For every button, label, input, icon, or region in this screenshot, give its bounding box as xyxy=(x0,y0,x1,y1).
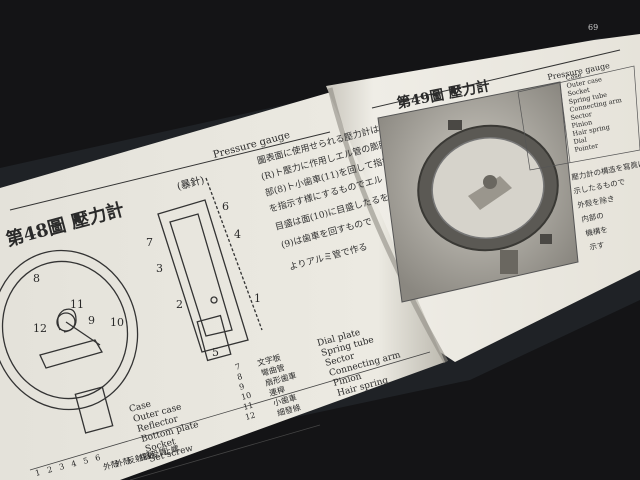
gauge-side-callouts: 7 3 6 4 2 1 5 xyxy=(146,200,261,359)
photo-gauge-body xyxy=(417,120,559,274)
text-right_page-japanese_text_lines-5: 示す xyxy=(589,240,605,252)
callout-4: 4 xyxy=(234,228,241,241)
text-left_page-legend-numbers-2: 3 xyxy=(58,462,65,472)
text-right_page-legend_english-0: Case xyxy=(565,71,582,82)
callout-12: 12 xyxy=(33,322,47,335)
text-left_page-legend-numbers_2-3: 10 xyxy=(240,391,252,402)
callout-6: 6 xyxy=(222,200,229,213)
gauge-front-callouts: 8 11 12 9 10 xyxy=(33,272,124,335)
text-left_page-legend-numbers_2-1: 8 xyxy=(236,372,243,382)
gauge-side-view xyxy=(157,177,263,362)
callout-2: 2 xyxy=(176,298,183,311)
legend-jp-labels: 外殻 外殻 反射器 底板 受筒 止螺 xyxy=(102,443,180,472)
callout-11: 11 xyxy=(70,298,84,311)
text-left_page-legend-numbers_2-2: 9 xyxy=(238,382,245,392)
callout-5: 5 xyxy=(212,346,219,359)
legend-numbers: 1 2 3 4 5 6 xyxy=(34,453,101,478)
text-left_page-legend-japanese_labels-0: 外殻 xyxy=(102,458,120,472)
text-left_page-legend-numbers_2-5: 12 xyxy=(244,411,256,422)
gauge-front-view xyxy=(0,249,139,434)
text-left_page-legend-numbers_2-0: 7 xyxy=(234,362,241,372)
callout-10: 10 xyxy=(110,316,124,329)
text-left_page-legend-numbers-0: 1 xyxy=(34,468,41,478)
text-right_page-japanese_text_lines-3: 内部の xyxy=(580,210,604,224)
legend-numbers-2: 7 8 9 10 11 12 xyxy=(234,362,256,422)
callout-3: 3 xyxy=(156,262,163,275)
text-left_page-legend-numbers-3: 4 xyxy=(70,459,77,469)
callout-9: 9 xyxy=(88,314,95,327)
callout-1: 1 xyxy=(254,292,261,305)
text-left_page-legend-japanese_labels-3: 底板 xyxy=(138,449,156,463)
text-right_page-legend_english-8: Dial xyxy=(573,136,588,146)
text-left_page-legend-japanese_labels-4: 受筒 xyxy=(150,446,168,460)
left-page xyxy=(0,90,445,480)
callout-7: 7 xyxy=(146,236,153,249)
text-left_page-legend-numbers_2-4: 11 xyxy=(242,401,254,412)
text-left_page-legend-numbers-1: 2 xyxy=(46,465,53,475)
callout-8: 8 xyxy=(33,272,40,285)
right-legend xyxy=(517,65,640,171)
text-left_page-legend-numbers-5: 6 xyxy=(94,453,101,463)
text-left_page-legend-japanese_labels-5: 止螺 xyxy=(162,443,180,457)
text-left_page-legend-japanese_labels_2-3: 連桿 xyxy=(268,384,286,398)
text-left_page-legend-numbers-4: 5 xyxy=(82,456,89,466)
text-left_page-legend-japanese_labels-1: 外殻 xyxy=(114,455,132,469)
left-legend xyxy=(29,351,431,480)
text-right_page-legend_english-6: Pinion xyxy=(571,118,593,130)
text-right_page-japanese_text_lines-4: 機構を xyxy=(584,224,608,238)
right-page-number: 69 xyxy=(588,23,598,32)
